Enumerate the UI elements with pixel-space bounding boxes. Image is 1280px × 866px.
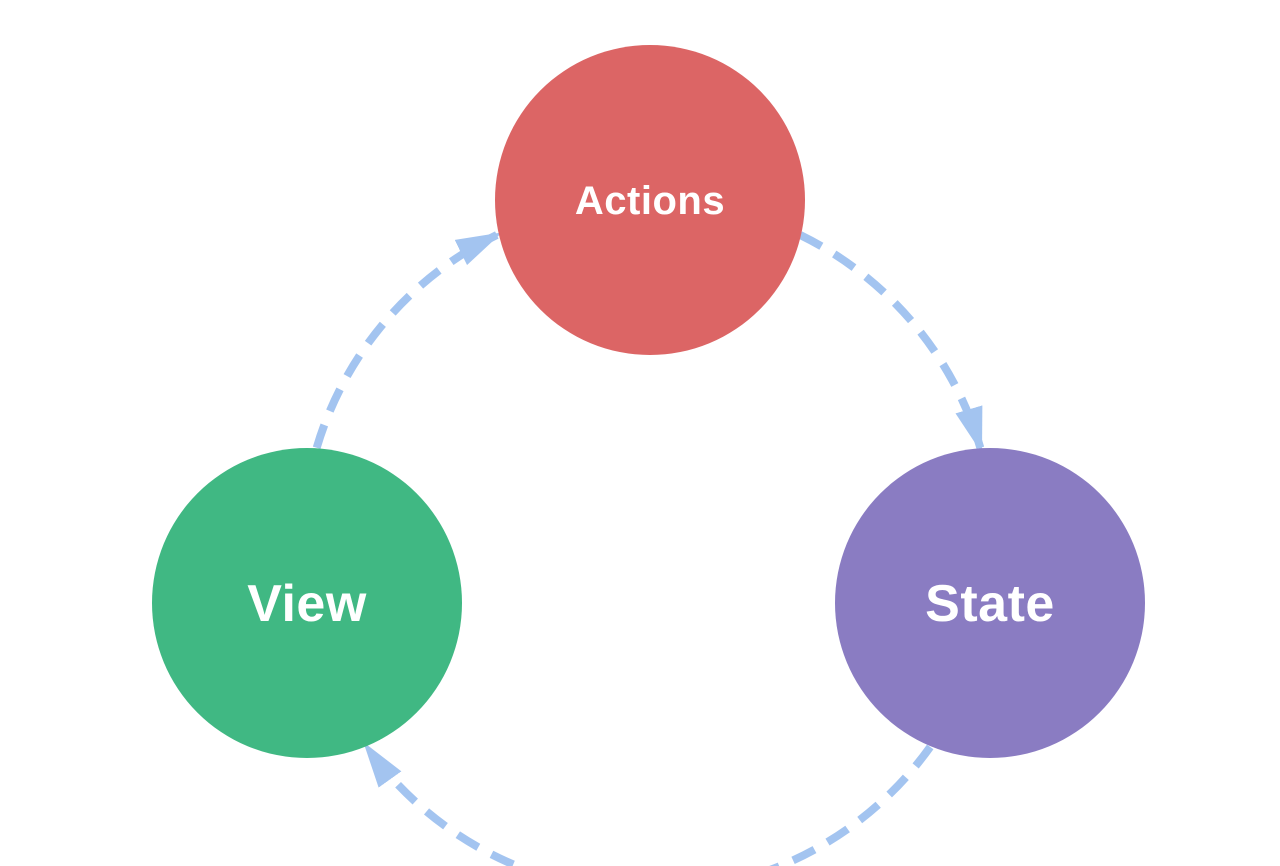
- node-state-circle: [835, 448, 1145, 758]
- flow-arrow-state-to-view: [363, 742, 934, 866]
- flow-arrow-actions-to-state: [798, 231, 985, 454]
- node-view-label: View: [247, 575, 367, 633]
- node-actions-label: Actions: [575, 179, 725, 223]
- node-state-label: State: [925, 575, 1055, 633]
- node-actions-circle: [495, 45, 805, 355]
- flow-arrow-view-to-actions: [312, 231, 503, 449]
- node-view-circle: [152, 448, 462, 758]
